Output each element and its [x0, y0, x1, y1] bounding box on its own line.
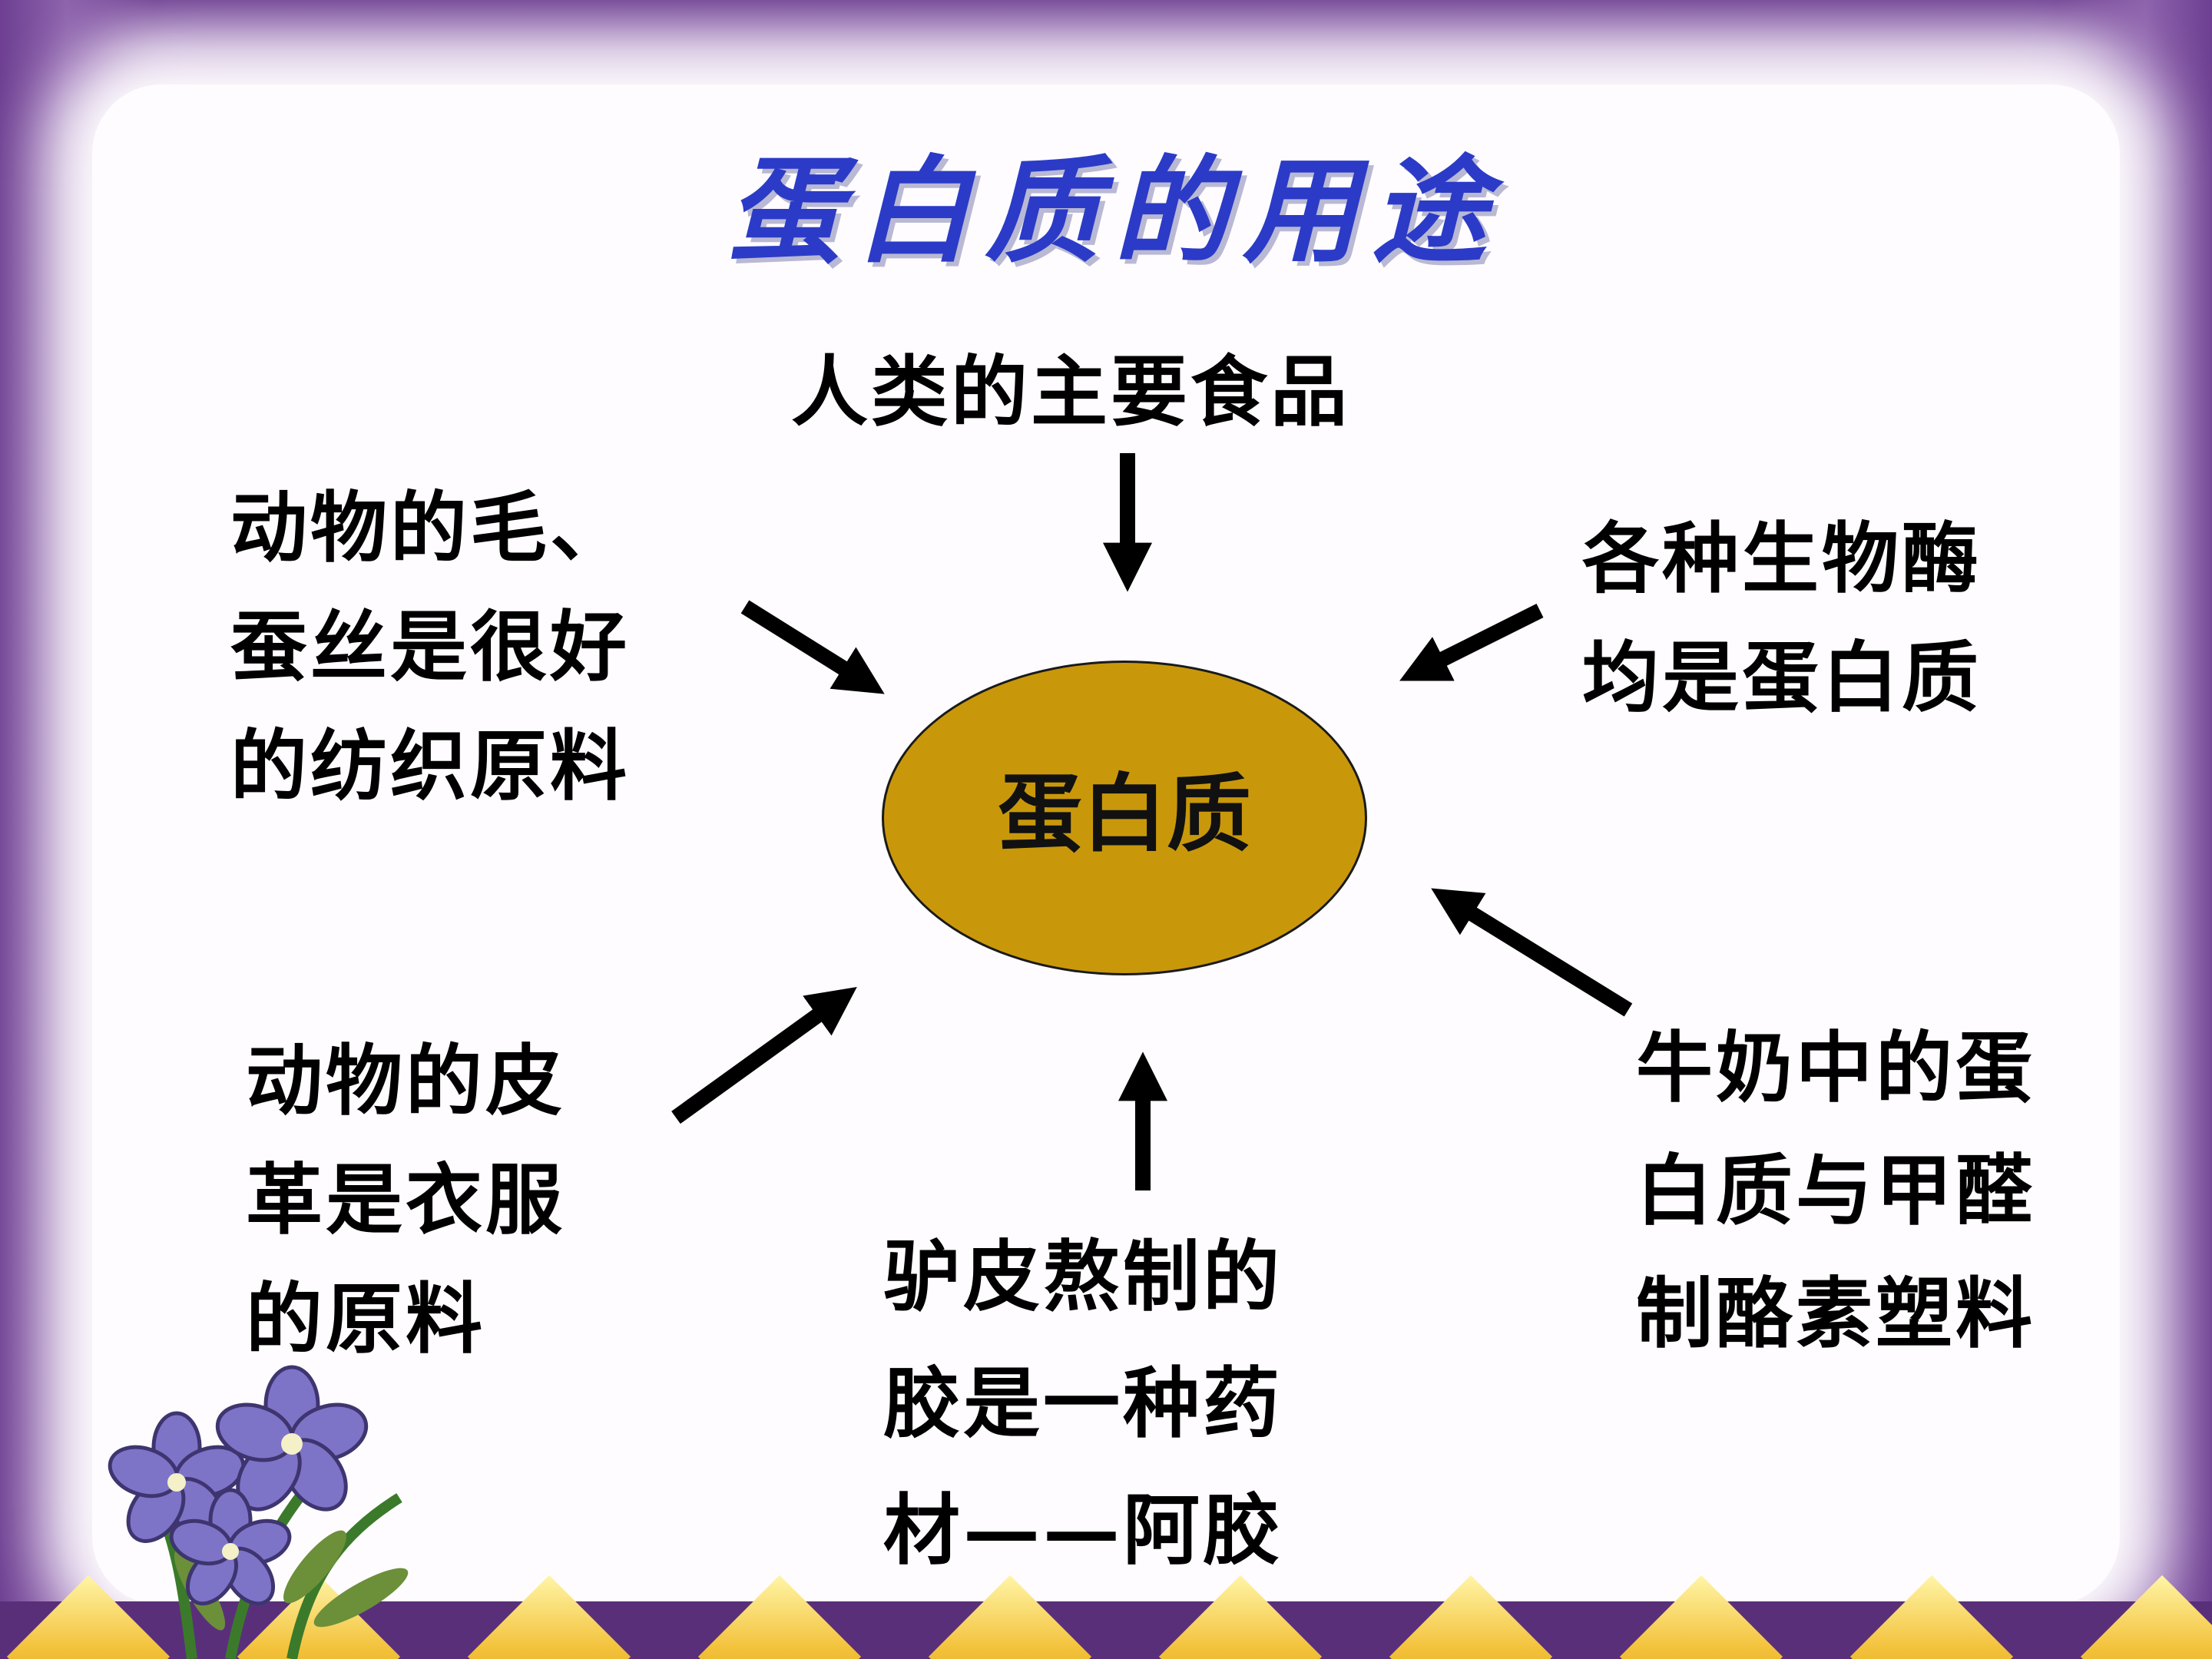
- arrow-from-bottom-left: [671, 987, 857, 1124]
- flower-centers: [167, 1433, 303, 1560]
- node-bottom-right-text: 牛奶中的蛋 白质与甲醛 制酪素塑料: [1636, 1022, 2035, 1359]
- node-top-right-text: 各种生物酶 均是蛋白质: [1582, 513, 1982, 723]
- node-top-left-text: 动物的毛、 蚕丝是很好 的纺织原料: [230, 482, 630, 811]
- node-top-text: 人类的主要食品: [791, 346, 1350, 437]
- arrow-from-top-left: [740, 600, 885, 694]
- page-title: 蛋白质的用途: [726, 144, 1501, 279]
- center-label: 蛋白质: [998, 764, 1251, 863]
- arrow-from-bottom-right: [1431, 888, 1633, 1017]
- arrow-from-top-right: [1399, 604, 1544, 681]
- node-bottom-left-text: 动物的皮 革是衣服 的原料: [246, 1035, 565, 1364]
- node-bottom-text: 驴皮熬制的 胶是一种药 材——阿胶: [883, 1231, 1283, 1575]
- center-node: [882, 661, 1367, 975]
